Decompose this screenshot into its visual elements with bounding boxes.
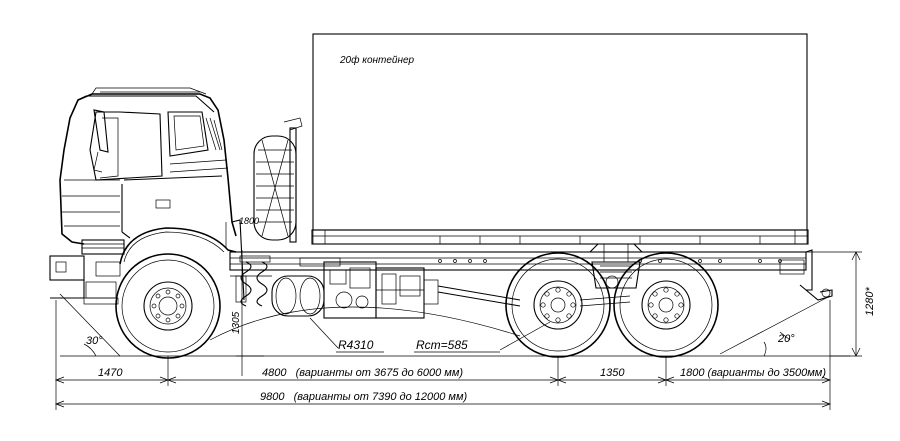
vertical-dimensions: 1305 1800 1280* <box>231 216 876 376</box>
rear-tandem <box>500 243 720 358</box>
dim-overall-length: 9800 (варианты от 7390 до 12000 мм) <box>260 391 467 403</box>
chassis-frame <box>229 229 833 301</box>
approach-angle-label: 30° <box>86 335 103 347</box>
ground-geometry: 30° 20° R4310 Rcm=585 <box>59 293 850 357</box>
drivetrain <box>95 255 631 319</box>
rear-wheel-2 <box>613 252 719 358</box>
container-label: 20ф контейнер <box>339 54 415 66</box>
height-1800-label: 1800 <box>239 216 259 226</box>
height-1305-label: 1305 <box>231 311 242 334</box>
ramp-radius-label: R4310 <box>338 338 374 352</box>
turning-radius-label: Rcm=585 <box>416 338 468 352</box>
horizontal-dimensions: 1470 4800 (варианты от 3675 до 6000 мм) … <box>55 300 831 410</box>
dim-front-overhang: 1470 <box>98 367 123 379</box>
container: 20ф контейнер <box>312 33 808 231</box>
departure-angle-label: 20° <box>777 333 795 345</box>
dim-axle-spacing: 1350 <box>600 367 625 379</box>
cab <box>49 87 245 305</box>
spare-wheel <box>253 117 303 243</box>
front-wheel <box>115 253 221 359</box>
dim-wheelbase: 4800 (варианты от 3675 до 6000 мм) <box>262 367 463 379</box>
dim-rear-overhang: 1800 (варианты до 3500мм) <box>680 367 826 379</box>
height-1280-label: 1280* <box>864 287 876 316</box>
